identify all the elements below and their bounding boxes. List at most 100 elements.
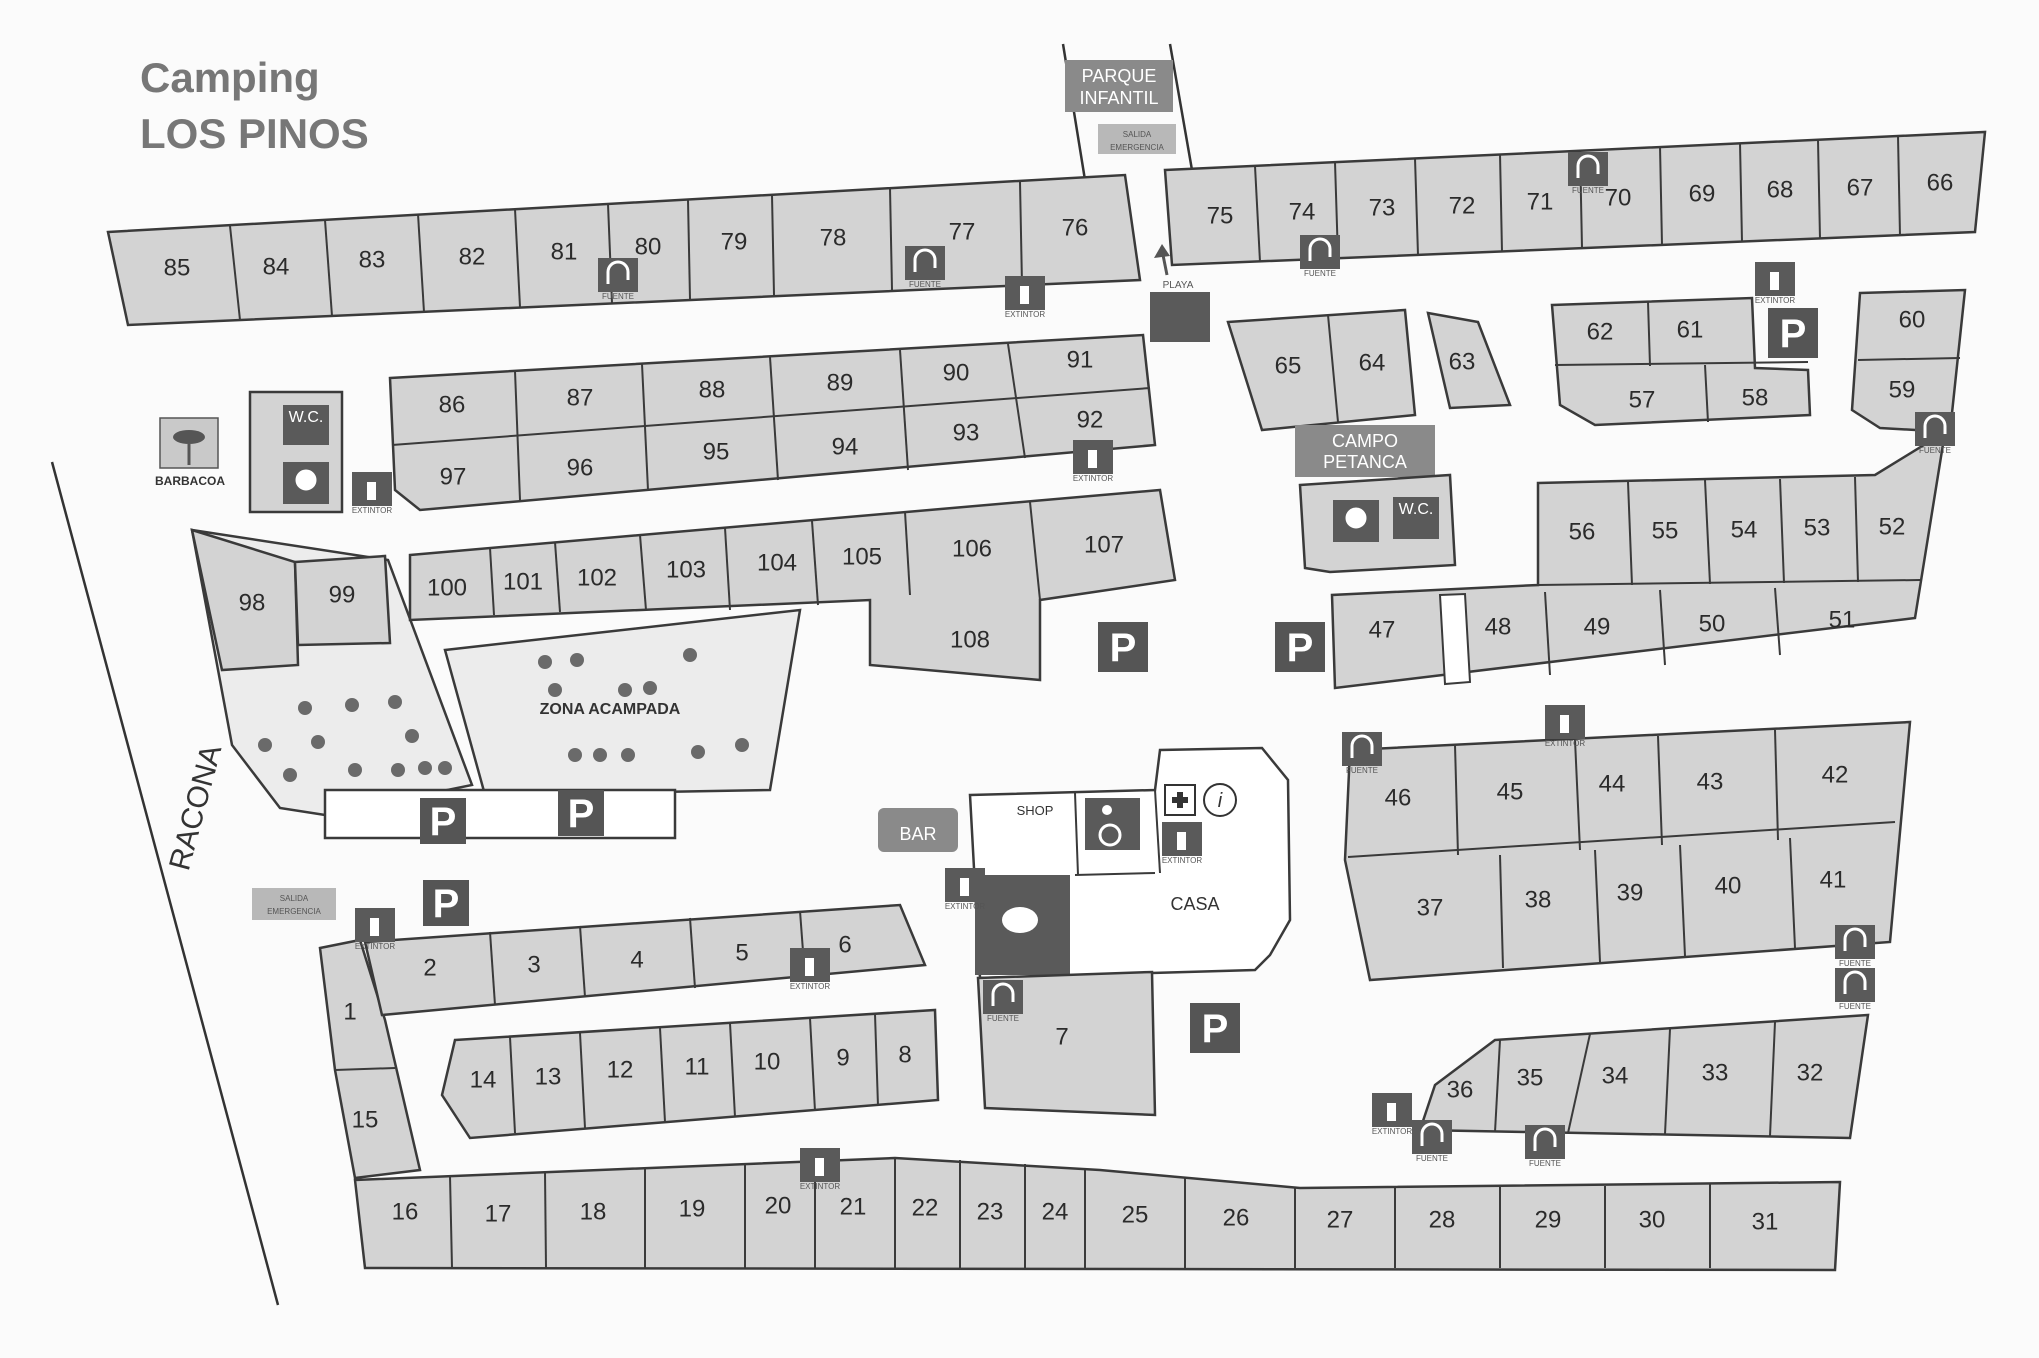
plot-86-label: 86 xyxy=(439,392,466,419)
plot-75-label: 75 xyxy=(1207,203,1234,230)
plot-38-label: 38 xyxy=(1525,887,1552,914)
plot-45-label: 45 xyxy=(1497,779,1524,806)
plot-79-label: 79 xyxy=(721,229,748,256)
plot-14-label: 14 xyxy=(470,1067,497,1094)
casa-label: CASA xyxy=(1170,894,1219,914)
fire-extinguisher-icon: EXTINTOR xyxy=(1162,822,1202,865)
plot-72-label: 72 xyxy=(1449,193,1476,220)
block-63-65 xyxy=(1226,308,1512,432)
svg-text:FUENTE: FUENTE xyxy=(909,280,941,289)
svg-text:PETANCA: PETANCA xyxy=(1323,452,1407,472)
fountain-icon: FUENTE xyxy=(983,980,1023,1023)
block-37-46 xyxy=(1343,720,1912,982)
plot-106-label: 106 xyxy=(952,536,992,563)
plot-11-label: 11 xyxy=(685,1054,710,1081)
svg-text:EXTINTOR: EXTINTOR xyxy=(800,1182,841,1191)
svg-text:BARBACOA: BARBACOA xyxy=(155,474,225,488)
fountain-icon: FUENTE xyxy=(1412,1120,1452,1163)
plot-7-label: 7 xyxy=(1055,1024,1068,1051)
fountain-icon: FUENTE xyxy=(598,258,638,301)
plot-70-label: 70 xyxy=(1605,185,1632,212)
plot-105-label: 105 xyxy=(842,544,882,571)
fountain-icon: FUENTE xyxy=(1915,412,1955,455)
plot-33-label: 33 xyxy=(1702,1060,1729,1087)
fire-extinguisher-icon: EXTINTOR xyxy=(352,472,392,515)
fire-extinguisher-icon: EXTINTOR xyxy=(1005,276,1046,319)
plot-107-label: 107 xyxy=(1084,532,1124,559)
plot-18-label: 18 xyxy=(580,1199,607,1226)
plot-24-label: 24 xyxy=(1042,1199,1069,1226)
road-racona-label: RACONA xyxy=(163,741,228,874)
fire-extinguisher-icon: EXTINTOR xyxy=(945,868,985,911)
plot-27-label: 27 xyxy=(1327,1207,1354,1234)
plot-103-label: 103 xyxy=(666,557,706,584)
plot-41-label: 41 xyxy=(1820,867,1847,894)
plot-5-label: 5 xyxy=(735,940,748,967)
plot-87-label: 87 xyxy=(567,385,594,412)
plot-61-label: 61 xyxy=(1677,317,1704,344)
fire-extinguisher-icon: EXTINTOR xyxy=(1073,440,1113,483)
trees xyxy=(258,648,749,782)
plot-52-label: 52 xyxy=(1879,514,1906,541)
block-47-56 xyxy=(1330,429,1947,690)
svg-text:EXTINTOR: EXTINTOR xyxy=(1005,310,1046,319)
plot-10-label: 10 xyxy=(754,1049,781,1076)
fire-extinguisher-icon: EXTINTOR xyxy=(1545,705,1585,748)
plot-47-label: 47 xyxy=(1369,617,1396,644)
plot-96-label: 96 xyxy=(567,455,594,482)
svg-text:FUENTE: FUENTE xyxy=(1919,446,1951,455)
plot-57-label: 57 xyxy=(1629,387,1656,414)
plot-91-label: 91 xyxy=(1067,347,1094,374)
plot-59-label: 59 xyxy=(1889,377,1916,404)
plot-58-label: 58 xyxy=(1742,385,1769,412)
plot-44-label: 44 xyxy=(1599,771,1626,798)
parking-6: P xyxy=(423,880,469,926)
fountain-icon: FUENTE xyxy=(1835,925,1875,968)
plot-30-label: 30 xyxy=(1639,1207,1666,1234)
plot-101-label: 101 xyxy=(503,569,543,596)
plot-60-label: 60 xyxy=(1899,307,1926,334)
svg-text:FUENTE: FUENTE xyxy=(1416,1154,1448,1163)
fountain-icon: FUENTE xyxy=(905,246,945,289)
plot-76-label: 76 xyxy=(1062,215,1089,242)
plot-40-label: 40 xyxy=(1715,873,1742,900)
plot-63-label: 63 xyxy=(1449,349,1476,376)
plot-48-label: 48 xyxy=(1485,614,1512,641)
fountain-icon: FUENTE xyxy=(1835,968,1875,1011)
parking-5: P xyxy=(558,790,604,836)
plot-90-label: 90 xyxy=(943,360,970,387)
plot-68-label: 68 xyxy=(1767,177,1794,204)
svg-text:CAMPO: CAMPO xyxy=(1332,431,1398,451)
plot-104-label: 104 xyxy=(757,550,797,577)
plot-34-label: 34 xyxy=(1602,1063,1629,1090)
plot-42-label: 42 xyxy=(1822,762,1849,789)
svg-text:W.C.: W.C. xyxy=(1399,501,1434,518)
plot-78-label: 78 xyxy=(820,225,847,252)
svg-text:SALIDA: SALIDA xyxy=(1123,130,1152,139)
plot-35-label: 35 xyxy=(1517,1065,1544,1092)
svg-text:P: P xyxy=(1202,1007,1229,1051)
block-59-60 xyxy=(1850,288,1967,434)
playa-sign: PLAYA xyxy=(1150,244,1210,342)
plot-99-label: 99 xyxy=(329,582,356,609)
parking-4: P xyxy=(420,798,466,844)
svg-text:EXTINTOR: EXTINTOR xyxy=(355,942,396,951)
top-strip-right xyxy=(1163,130,1987,267)
block-86-97 xyxy=(388,333,1157,512)
casa-building: CASA SHOP i xyxy=(968,746,1292,1117)
svg-text:P: P xyxy=(430,800,457,844)
plot-19-label: 19 xyxy=(679,1196,706,1223)
plot-88-label: 88 xyxy=(699,377,726,404)
plot-29-label: 29 xyxy=(1535,1207,1562,1234)
parking-3: P xyxy=(1768,308,1818,358)
svg-text:P: P xyxy=(433,882,460,926)
plot-102-label: 102 xyxy=(577,565,617,592)
svg-text:FUENTE: FUENTE xyxy=(987,1014,1019,1023)
block-2-6 xyxy=(363,903,927,1017)
block-57-62 xyxy=(1550,296,1812,427)
svg-text:P: P xyxy=(1287,626,1314,670)
block-8-14 xyxy=(440,1008,940,1140)
plot-74-label: 74 xyxy=(1289,199,1316,226)
block-32-36 xyxy=(1418,1013,1870,1140)
plot-64-label: 64 xyxy=(1359,350,1386,377)
